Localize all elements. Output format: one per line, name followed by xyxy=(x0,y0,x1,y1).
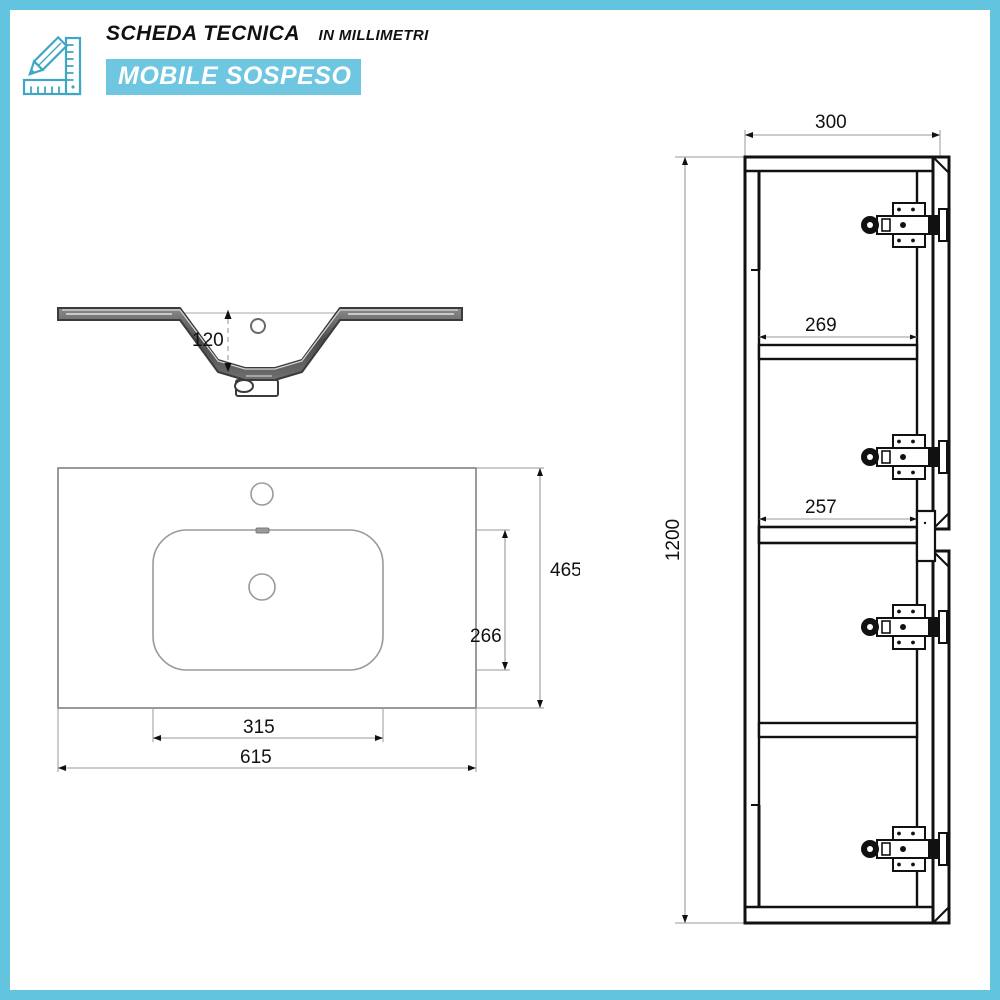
drain-outlet xyxy=(234,379,254,393)
dim-120-arrow-top xyxy=(224,310,232,319)
dim-1200-arrow-bottom xyxy=(682,915,688,923)
dim-300-label: 300 xyxy=(815,112,847,133)
dim-266-arrow-top xyxy=(502,530,508,538)
dim-300-arrow-right xyxy=(932,132,940,138)
lower-door-slab xyxy=(931,549,951,925)
product-banner-label: MOBILE SOSPESO xyxy=(118,62,352,90)
dim-269-arrow-left xyxy=(759,334,766,340)
dim-120-arrow-bottom xyxy=(224,363,232,372)
lower-door-bottom-chamfer xyxy=(932,906,950,924)
dim-266-arrow-bottom xyxy=(502,662,508,670)
washbasin-cross-section-view: 120 xyxy=(57,307,463,397)
dim-120-label: 120 xyxy=(192,330,224,351)
basin-profile-shape xyxy=(57,307,463,381)
shelf-lower xyxy=(757,721,919,739)
dim-465-arrow-top xyxy=(537,468,543,476)
pull-block-dot xyxy=(923,521,927,525)
dim-315-arrow-right xyxy=(375,735,383,741)
product-banner: MOBILE SOSPESO xyxy=(106,59,362,95)
dim-269-arrow-right xyxy=(910,334,917,340)
bowl-outline xyxy=(152,529,384,671)
dim-266-label: 266 xyxy=(470,626,502,647)
dim-315-arrow-left xyxy=(153,735,161,741)
cabinet-elevation-view: 300 1200 xyxy=(663,112,951,925)
upper-door-top-chamfer xyxy=(932,156,950,174)
dim-465-arrow-bottom xyxy=(537,700,543,708)
dim-269-label: 269 xyxy=(805,315,837,336)
center-pull-block xyxy=(915,509,937,563)
dim-1200-arrow-top xyxy=(682,157,688,165)
drain-plan xyxy=(248,573,276,601)
dim-1200-label: 1200 xyxy=(663,519,684,561)
hinge-4 xyxy=(861,826,948,872)
upper-door-slab xyxy=(931,155,951,531)
page-title: SCHEDA TECNICA xyxy=(106,22,301,45)
pencil-and-ruler-icon xyxy=(22,35,82,96)
tap-hole-section xyxy=(250,318,266,334)
basin-inner-edge xyxy=(62,309,458,370)
dim-257-arrow-left xyxy=(759,516,766,522)
tap-hole-plan xyxy=(250,482,274,506)
washbasin-plan-view: 465 266 315 615 xyxy=(57,467,580,772)
header-title-row: SCHEDA TECNICA IN MILLIMETRI xyxy=(106,22,429,62)
hinge-1 xyxy=(861,202,948,248)
dim-615-label: 615 xyxy=(240,747,272,768)
shelf-upper xyxy=(757,343,919,361)
dim-300-arrow-left xyxy=(745,132,753,138)
dim-257-label: 257 xyxy=(805,497,837,518)
hinge-3 xyxy=(861,604,948,650)
dim-315-label: 315 xyxy=(243,717,275,738)
shelf-middle xyxy=(757,525,919,545)
hinge-2 xyxy=(861,434,948,480)
dim-615-arrow-left xyxy=(58,765,66,771)
dim-257-arrow-right xyxy=(910,516,917,522)
sheet-header: SCHEDA TECNICA IN MILLIMETRI MOBILE SOSP… xyxy=(18,22,438,104)
dim-465-label: 465 xyxy=(550,560,580,581)
dim-615-arrow-right xyxy=(468,765,476,771)
overflow-slot xyxy=(255,527,270,534)
page-subtitle: IN MILLIMETRI xyxy=(318,27,429,44)
